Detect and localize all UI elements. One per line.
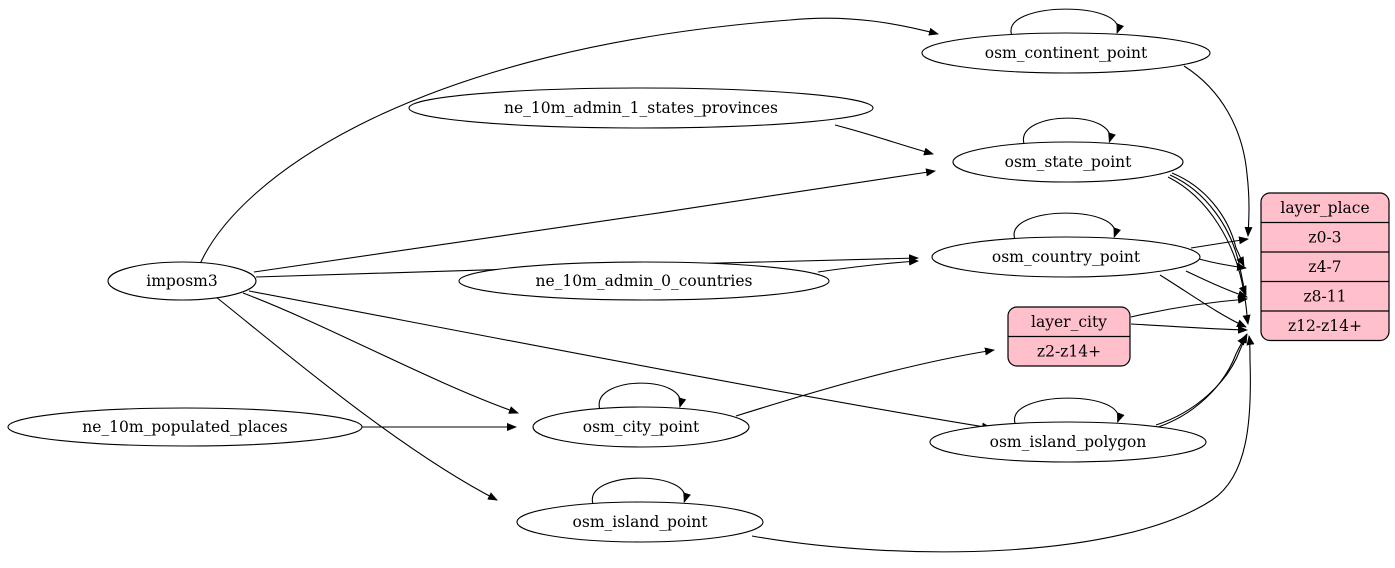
edge-imposm3-to-osm_state_point bbox=[253, 168, 936, 273]
node-shape-osm_state_point bbox=[952, 141, 1184, 183]
edge-imposm3-to-osm_continent_point bbox=[199, 17, 939, 265]
node-ne_10m_admin_0_countries[interactable]: ne_10m_admin_0_countries bbox=[458, 261, 830, 301]
node-layer: imposm3 ne_10m_populated_places ne_10m_adm… bbox=[7, 32, 1211, 543]
edge-osm_country_point-to-layer_place-z8-11 bbox=[1185, 270, 1248, 298]
node-shape-osm_island_point bbox=[516, 501, 764, 543]
node-shape-imposm3 bbox=[107, 261, 257, 301]
record-row-layer_place-z4-7[interactable]: z4-7 bbox=[1308, 258, 1341, 276]
edge-ne_10m_admin_0_countries-to-osm_country_point bbox=[817, 257, 919, 273]
node-label-osm_state_point: osm_state_point bbox=[1005, 153, 1133, 171]
self-loop-osm_continent_point bbox=[1010, 8, 1124, 35]
node-label-osm_country_point: osm_country_point bbox=[992, 248, 1141, 266]
node-osm_city_point[interactable]: osm_city_point bbox=[532, 406, 750, 448]
node-osm_state_point[interactable]: osm_state_point bbox=[952, 141, 1184, 183]
edge-osm_state_point-to-layer_place-z4-7 bbox=[1171, 172, 1245, 267]
edge-osm_country_point-to-layer_place-z4-7 bbox=[1198, 258, 1247, 271]
record-layer: layer_place z0-3 z4-7 z8-11 z12-z14+ layer_ci… bbox=[1007, 192, 1390, 367]
node-label-osm_continent_point: osm_continent_point bbox=[985, 44, 1148, 62]
record-row-layer_place-z12-z14+[interactable]: z12-z14+ bbox=[1288, 317, 1362, 335]
node-osm_island_polygon[interactable]: osm_island_polygon bbox=[929, 421, 1207, 463]
record-title-layer_city: layer_city bbox=[1031, 313, 1107, 331]
node-label-ne_10m_admin_0_countries: ne_10m_admin_0_countries bbox=[536, 272, 753, 290]
self-loop-osm_state_point bbox=[1023, 117, 1116, 144]
edge-ne_10m_admin_1_states_provinces-to-osm_state_point bbox=[834, 124, 934, 156]
record-title-layer_place: layer_place bbox=[1280, 199, 1369, 217]
node-shape-osm_country_point bbox=[931, 236, 1201, 278]
node-label-ne_10m_populated_places: ne_10m_populated_places bbox=[82, 418, 287, 436]
edge-osm_island_polygon-to-layer_place-z12-z14+ bbox=[1155, 333, 1248, 426]
node-shape-ne_10m_admin_1_states_provinces bbox=[408, 87, 874, 129]
node-ne_10m_admin_1_states_provinces[interactable]: ne_10m_admin_1_states_provinces bbox=[408, 87, 874, 129]
self-loop-osm_country_point bbox=[1013, 212, 1122, 239]
node-shape-osm_city_point bbox=[532, 406, 750, 448]
edge-osm_island_polygon-to-layer_place-z12-z14+-b bbox=[1151, 335, 1247, 430]
node-label-osm_island_point: osm_island_point bbox=[573, 513, 709, 531]
node-label-osm_city_point: osm_city_point bbox=[583, 418, 700, 436]
node-ne_10m_populated_places[interactable]: ne_10m_populated_places bbox=[7, 407, 363, 447]
self-loop-osm_city_point bbox=[598, 382, 687, 409]
node-shape-ne_10m_admin_0_countries bbox=[458, 261, 830, 301]
node-imposm3[interactable]: imposm3 bbox=[107, 261, 257, 301]
node-label-ne_10m_admin_1_states_provinces: ne_10m_admin_1_states_provinces bbox=[504, 99, 778, 117]
edge-osm_state_point-to-layer_place-z12-z14+ bbox=[1167, 176, 1251, 325]
record-row-layer_place-z0-3[interactable]: z0-3 bbox=[1308, 228, 1341, 246]
edge-layer bbox=[199, 8, 1255, 553]
record-row-layer_city-z2-z14+[interactable]: z2-z14+ bbox=[1037, 342, 1101, 360]
node-shape-osm_continent_point bbox=[921, 32, 1211, 74]
node-label-osm_island_polygon: osm_island_polygon bbox=[990, 433, 1147, 451]
node-shape-osm_island_polygon bbox=[929, 421, 1207, 463]
record-row-layer_place-z8-11[interactable]: z8-11 bbox=[1304, 287, 1347, 305]
node-osm_island_point[interactable]: osm_island_point bbox=[516, 501, 764, 543]
edge-osm_country_point-to-layer_place-z12-z14+ bbox=[1159, 274, 1247, 328]
edge-layer_city-z2-z14+-to-layer_place-z12-z14+ bbox=[1130, 323, 1248, 334]
edge-imposm3-to-osm_island_polygon bbox=[248, 290, 992, 431]
record-node-layer_place[interactable]: layer_place z0-3 z4-7 z8-11 z12-z14+ bbox=[1260, 192, 1390, 342]
node-label-imposm3: imposm3 bbox=[146, 272, 217, 290]
record-node-layer_city[interactable]: layer_city z2-z14+ bbox=[1007, 306, 1131, 367]
edge-imposm3-to-osm_city_point bbox=[242, 292, 519, 414]
edge-imposm3-to-osm_island_point bbox=[215, 296, 498, 501]
self-loop-osm_island_point bbox=[592, 477, 691, 504]
node-osm_country_point[interactable]: osm_country_point bbox=[931, 236, 1201, 278]
node-osm_continent_point[interactable]: osm_continent_point bbox=[921, 32, 1211, 74]
edge-osm_country_point-to-layer_place-z0-3 bbox=[1190, 236, 1249, 249]
edge-layer_city-z2-z14+-to-layer_place-z8-11 bbox=[1130, 295, 1248, 318]
node-shape-ne_10m_populated_places bbox=[7, 407, 363, 447]
edge-osm_state_point-to-layer_place-z8-11 bbox=[1169, 174, 1247, 296]
self-loop-osm_island_polygon bbox=[1014, 397, 1125, 424]
edge-osm_island_point-to-layer_place-z12-z14+ bbox=[751, 335, 1255, 553]
edge-osm_continent_point-to-layer_place-z0-3 bbox=[1183, 65, 1253, 237]
edge-osm_city_point-to-layer_city-z2-z14+ bbox=[735, 347, 995, 417]
